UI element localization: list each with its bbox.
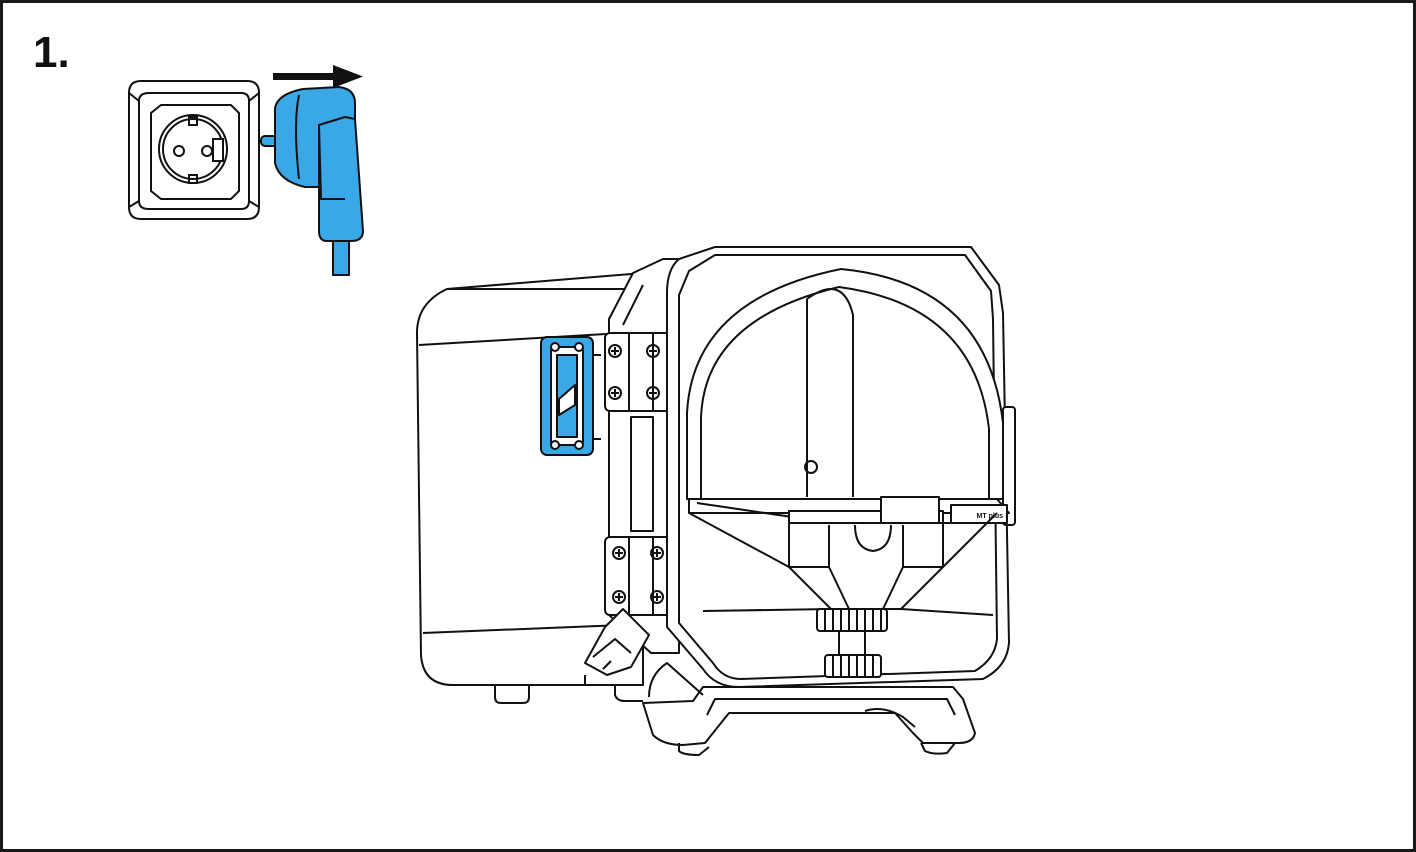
unplug-device-illustration: MT plus <box>128 65 1016 756</box>
wall-socket-icon <box>128 80 260 220</box>
upper-hinge <box>604 332 678 412</box>
power-switch <box>540 336 601 456</box>
model-badge: MT plus <box>977 513 1004 520</box>
trimmer-device: MT plus <box>416 246 1016 756</box>
arrow-right-icon <box>273 65 363 88</box>
step-number: 1. <box>33 28 70 77</box>
power-plug-icon <box>260 86 364 276</box>
locking-lever <box>584 608 650 676</box>
adjustment-knob-lower <box>824 654 882 678</box>
adjustment-knob-upper <box>816 608 888 632</box>
lower-hinge <box>604 536 678 616</box>
